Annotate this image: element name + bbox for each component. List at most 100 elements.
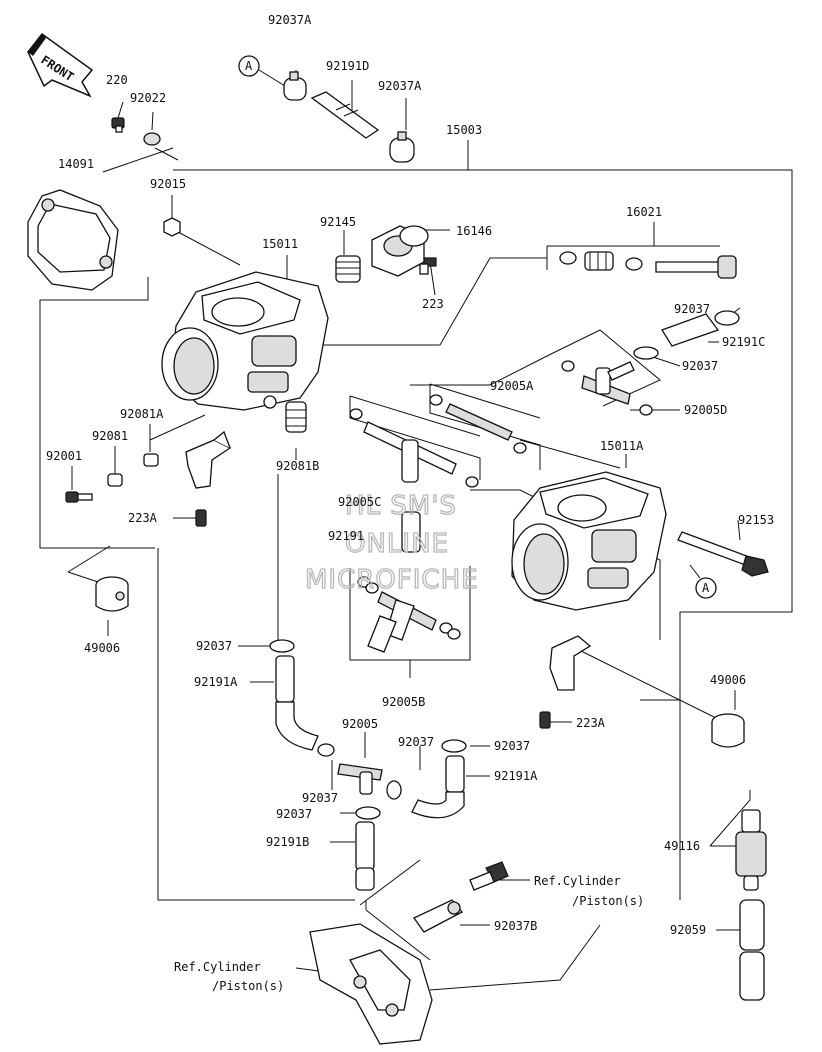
watermark-line-3: MICROFICHE xyxy=(305,565,479,595)
tee-fitting-92005b xyxy=(357,576,461,653)
clamp-92037a-top xyxy=(283,71,307,101)
label-16146: 16146 xyxy=(456,224,492,238)
label-ref-cyl-right-2: /Piston(s) xyxy=(572,894,644,908)
label-92191B: 92191B xyxy=(266,835,309,849)
spring-92081 xyxy=(107,473,123,487)
mount-49006-right xyxy=(711,713,745,748)
label-49006-right: 49006 xyxy=(710,673,746,687)
label-92022: 92022 xyxy=(130,91,166,105)
label-223A-right: 223A xyxy=(576,716,606,730)
hose-92191a-left xyxy=(275,655,319,751)
mount-49006-left xyxy=(95,576,129,612)
label-ref-cyl-left-1: Ref.Cylinder xyxy=(174,960,261,974)
label-92191: 92191 xyxy=(328,529,364,543)
ref-circle-a-top xyxy=(238,55,260,77)
watermark: HL SM'S ONLINE MICROFICHE xyxy=(304,490,479,595)
label-49116: 49116 xyxy=(664,839,700,853)
hose-92191b xyxy=(355,821,375,891)
label-92191A-right: 92191A xyxy=(494,769,538,783)
parts xyxy=(27,55,769,1045)
label-92191A-left: 92191A xyxy=(194,675,238,689)
label-92001: 92001 xyxy=(46,449,82,463)
spring-92081a xyxy=(143,453,159,467)
ref-circle-a-right xyxy=(695,577,717,599)
hose-92191d xyxy=(310,91,380,139)
label-A-top: A xyxy=(245,59,253,73)
label-15003: 15003 xyxy=(446,123,482,137)
clamp-92037a-mid xyxy=(389,131,415,163)
clamp-92037-tee xyxy=(386,780,402,800)
nut-92015 xyxy=(163,217,181,237)
clamp-92037-hose-left xyxy=(269,639,295,653)
label-220: 220 xyxy=(106,73,128,87)
label-92005: 92005 xyxy=(342,717,378,731)
front-arrow-icon: FRONT xyxy=(27,32,94,98)
washer-92022 xyxy=(143,132,161,146)
label-223A-left: 223A xyxy=(128,511,158,525)
vent-92037b xyxy=(413,899,464,933)
label-92037-d: 92037 xyxy=(398,735,434,749)
clamp-92037-upper xyxy=(714,310,740,326)
tee-fitting-92005c xyxy=(349,408,479,488)
hose-92059 xyxy=(739,899,765,1001)
hose-92191a-right xyxy=(411,755,465,819)
label-92081: 92081 xyxy=(92,429,128,443)
label-16021: 16021 xyxy=(626,205,662,219)
screw-220 xyxy=(111,117,125,133)
screw-223a-right xyxy=(539,711,551,729)
tee-fitting-92005d xyxy=(561,360,653,416)
label-92037-f: 92037 xyxy=(302,791,338,805)
watermark-line-2: ONLINE xyxy=(345,529,449,559)
watermark-line-1: HL SM'S xyxy=(345,491,457,521)
label-A-right: A xyxy=(702,581,710,595)
clamp-92037-lower xyxy=(633,346,659,360)
label-223: 223 xyxy=(422,297,444,311)
screw-92001 xyxy=(65,491,93,503)
label-92037A-mid: 92037A xyxy=(378,79,422,93)
label-92081B: 92081B xyxy=(276,459,319,473)
label-ref-cyl-left-2: /Piston(s) xyxy=(212,979,284,993)
tube-92191 xyxy=(401,511,421,553)
label-92037-e: 92037 xyxy=(494,739,530,753)
spring-92081b xyxy=(285,401,307,433)
label-15011: 15011 xyxy=(262,237,298,251)
clamp-small xyxy=(317,743,335,757)
label-92037-g: 92037 xyxy=(276,807,312,821)
clamp-92037-lowmid xyxy=(355,806,381,820)
label-92037-c: 92037 xyxy=(196,639,232,653)
pump-parts-16021 xyxy=(559,251,737,279)
label-49006-left: 49006 xyxy=(84,641,120,655)
label-92015: 92015 xyxy=(150,177,186,191)
label-92037-b: 92037 xyxy=(682,359,718,373)
carburetor-body-15011a xyxy=(511,471,667,611)
label-92191C: 92191C xyxy=(722,335,765,349)
leader-lines xyxy=(39,70,793,991)
bolt-ref-right xyxy=(469,861,509,891)
label-92191D: 92191D xyxy=(326,59,369,73)
label-92153: 92153 xyxy=(738,513,774,527)
label-14091: 14091 xyxy=(58,157,94,171)
label-92145: 92145 xyxy=(320,215,356,229)
label-92037B: 92037B xyxy=(494,919,537,933)
label-92037A-top: 92037A xyxy=(268,13,312,27)
spring-92145 xyxy=(335,255,361,283)
label-92081A: 92081A xyxy=(120,407,164,421)
bolt-92153 xyxy=(677,531,769,577)
part-labels: 92037A A 92191D 92037A 220 92022 15003 1… xyxy=(46,13,774,993)
screw-223a-left xyxy=(195,509,207,527)
label-92005B: 92005B xyxy=(382,695,425,709)
label-92005C: 92005C xyxy=(338,495,381,509)
cylinder-fragment xyxy=(309,923,433,1045)
label-15011A: 15011A xyxy=(600,439,644,453)
label-92037-a: 92037 xyxy=(674,302,710,316)
label-ref-cyl-right-1: Ref.Cylinder xyxy=(534,874,621,888)
fitting-92005a xyxy=(429,394,527,454)
tee-fitting-92005 xyxy=(337,763,383,795)
bracket-left xyxy=(185,430,232,489)
cover-14091 xyxy=(27,189,119,291)
clamp-92037-right xyxy=(441,739,467,753)
label-92005D: 92005D xyxy=(684,403,727,417)
carburetor-body-15011 xyxy=(161,271,329,411)
hose-92191c xyxy=(661,313,720,347)
